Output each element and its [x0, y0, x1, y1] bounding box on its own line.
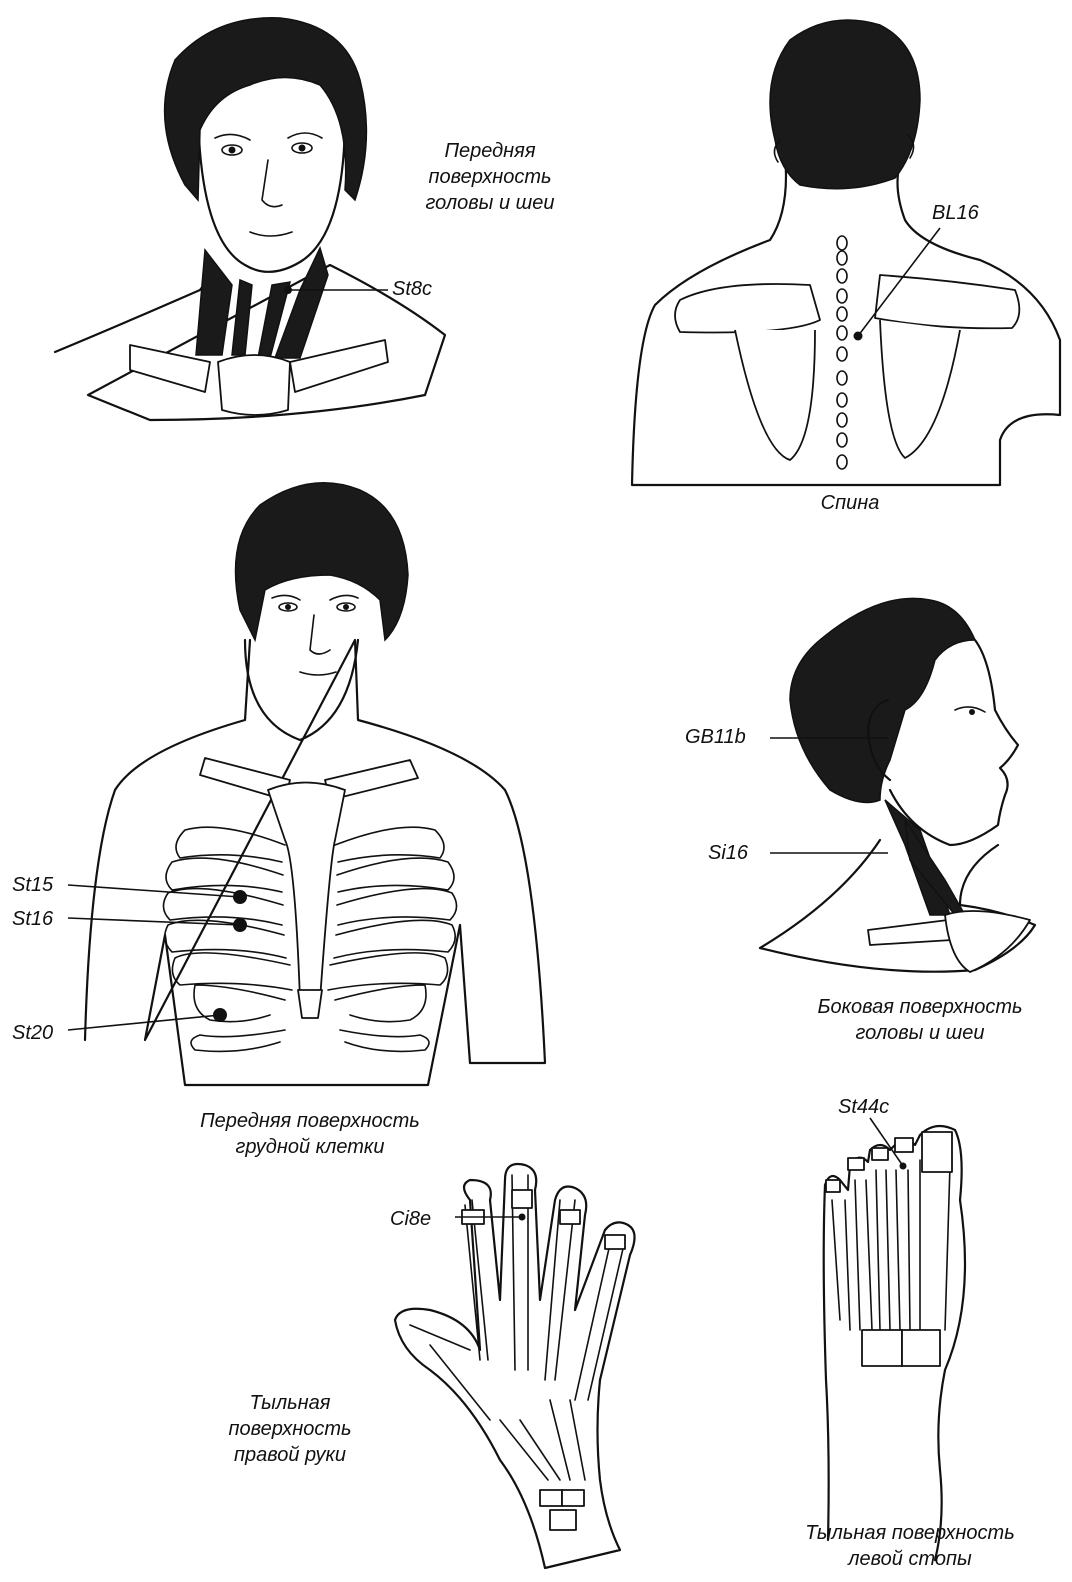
label-ci8e: Ci8e — [390, 1206, 431, 1232]
label-bl16: BL16 — [932, 200, 979, 226]
spine-vertebrae — [837, 236, 847, 469]
caption-line: головы и шеи — [395, 190, 585, 216]
caption-front-head: Передняя поверхность головы и шеи — [395, 138, 585, 216]
caption-line: правой руки — [205, 1442, 375, 1468]
caption-line: Тыльная — [205, 1390, 375, 1416]
label-st15: St15 — [12, 872, 53, 898]
caption-line: головы и шеи — [780, 1020, 1060, 1046]
label-gb11b: GB11b — [685, 724, 746, 750]
front-head-figure — [55, 18, 445, 420]
caption-line: Спина — [790, 490, 910, 516]
chest-figure — [85, 483, 545, 1085]
caption-line: Тыльная поверхность — [770, 1520, 1050, 1546]
side-head-figure — [760, 598, 1035, 972]
st20-leader — [68, 1015, 220, 1030]
label-st16: St16 — [12, 906, 53, 932]
label-st8c: St8c — [392, 276, 432, 302]
caption-chest: Передняя поверхность грудной клетки — [160, 1108, 460, 1160]
label-si16: Si16 — [708, 840, 748, 866]
caption-line: левой стопы — [770, 1546, 1050, 1572]
caption-line: Передняя поверхность — [160, 1108, 460, 1134]
caption-line: поверхность — [205, 1416, 375, 1442]
caption-side-head: Боковая поверхность головы и шеи — [780, 994, 1060, 1046]
foot-figure — [824, 1126, 965, 1560]
caption-hand: Тыльная поверхность правой руки — [205, 1390, 375, 1468]
label-st20: St20 — [12, 1020, 53, 1046]
caption-line: поверхность — [395, 164, 585, 190]
caption-foot: Тыльная поверхность левой стопы — [770, 1520, 1050, 1572]
caption-line: Боковая поверхность — [780, 994, 1060, 1020]
label-st44c: St44c — [838, 1094, 889, 1120]
caption-line: Передняя — [395, 138, 585, 164]
caption-line: грудной клетки — [160, 1134, 460, 1160]
caption-back: Спина — [790, 490, 910, 516]
